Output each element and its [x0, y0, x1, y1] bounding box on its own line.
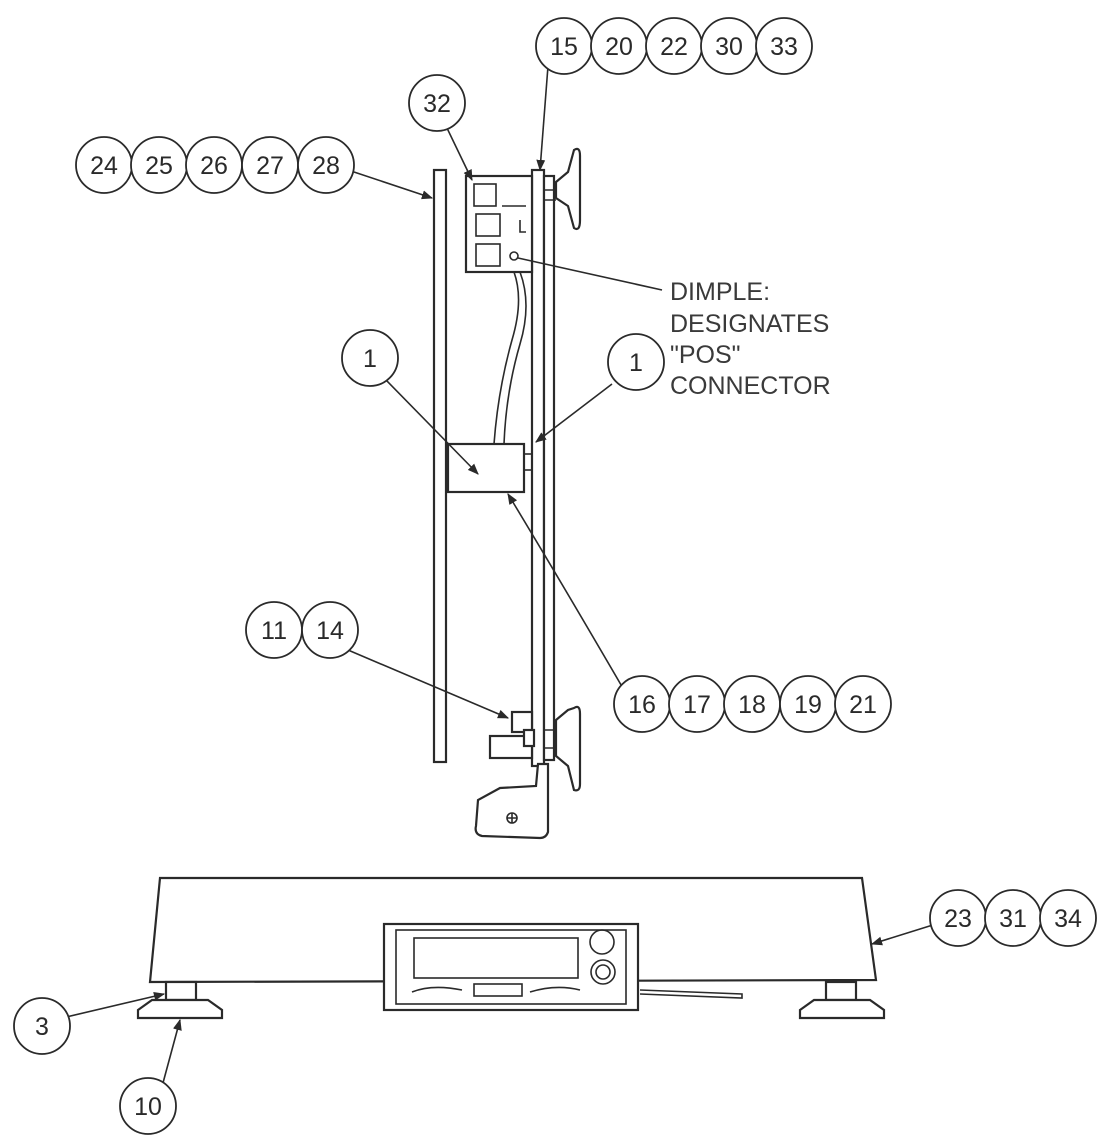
junction-tab	[523, 453, 533, 471]
callout-number: 19	[794, 691, 822, 719]
callout-bubble	[1039, 889, 1097, 947]
mounting-bracket	[474, 762, 550, 840]
connector-bracket	[502, 205, 526, 233]
column-ticks	[544, 189, 556, 749]
cable-inner	[503, 271, 527, 445]
column-plate-inner	[542, 174, 556, 762]
leader-dimple	[517, 257, 663, 291]
dimple-note: DIMPLE: DESIGNATES "POS" CONNECTOR	[670, 278, 831, 400]
callout-number: 17	[683, 691, 711, 719]
callout-number: 11	[261, 617, 287, 645]
callout-group-top-left: 24 25 26 27 28	[75, 136, 355, 194]
callout-number: 30	[715, 33, 743, 61]
callout-number: 3	[35, 1013, 49, 1041]
callout-10: 10	[119, 1077, 177, 1135]
callout-bubble	[13, 997, 71, 1055]
left-foot-stem	[164, 980, 198, 1002]
callout-bubble	[408, 74, 466, 132]
leader-28	[353, 171, 434, 200]
callout-number: 14	[316, 617, 344, 645]
cable	[493, 271, 520, 445]
display-button-top	[589, 929, 615, 955]
note-line-3: "POS"	[670, 341, 741, 369]
callout-1-right: 1	[607, 333, 665, 391]
callout-group-mid-left: 11 14	[245, 601, 359, 659]
callout-bubble	[297, 136, 355, 194]
callout-group-top-right: 15 20 22 30 33	[535, 17, 813, 75]
leader-16	[507, 493, 625, 691]
callout-bubble	[341, 329, 399, 387]
leader-3	[61, 991, 166, 1019]
power-cord	[639, 989, 743, 999]
callout-number: 32	[423, 90, 451, 118]
callout-group-mid-right: 16 17 18 19 21	[613, 675, 892, 733]
column-plate-outer	[530, 168, 546, 768]
display-button-power-ring	[595, 964, 611, 980]
callout-number: 34	[1054, 905, 1082, 933]
bottom-mounting-cup	[554, 705, 582, 792]
callout-1-left: 1	[341, 329, 399, 387]
callout-number: 25	[145, 152, 173, 180]
display-housing	[382, 922, 640, 1012]
callout-number: 18	[738, 691, 766, 719]
leader-32	[445, 125, 473, 182]
left-foot-pad	[136, 998, 224, 1020]
junction-block	[446, 442, 526, 494]
callout-number: 15	[550, 33, 578, 61]
display-label	[473, 983, 523, 997]
display-bezel	[395, 929, 627, 1005]
note-line-2: DESIGNATES	[670, 310, 829, 338]
callout-number: 31	[999, 905, 1027, 933]
lcd-screen	[413, 937, 579, 979]
back-plate	[432, 168, 448, 764]
note-line-1: DIMPLE:	[670, 278, 770, 306]
callout-number: 26	[200, 152, 228, 180]
callout-bubble	[607, 333, 665, 391]
leader-23	[870, 923, 937, 946]
callout-bubble	[755, 17, 813, 75]
leader-15	[536, 65, 549, 172]
callout-number: 28	[312, 152, 340, 180]
callout-bubble	[301, 601, 359, 659]
top-mounting-cup	[554, 147, 582, 231]
connector-port-middle	[475, 213, 501, 237]
leader-lines	[61, 65, 937, 1095]
callout-number: 21	[849, 691, 877, 719]
callout-3: 3	[13, 997, 71, 1055]
vertical-assembly	[432, 147, 582, 840]
callout-bubble	[119, 1077, 177, 1135]
callout-number: 23	[944, 905, 972, 933]
leader-14	[347, 649, 510, 719]
bottom-clip-upper	[510, 710, 534, 734]
connector-port-bottom	[475, 243, 501, 267]
connector-port-top	[473, 183, 497, 207]
callout-number: 1	[629, 349, 643, 377]
callout-number: 1	[363, 345, 377, 373]
leader-1-left	[385, 379, 479, 475]
callout-bubble	[834, 675, 892, 733]
pos-dimple	[509, 251, 519, 261]
callout-number: 27	[256, 152, 284, 180]
brand-logo-right	[529, 986, 581, 993]
callout-number: 20	[605, 33, 633, 61]
right-foot-pad	[798, 998, 886, 1020]
right-foot-stem	[824, 980, 858, 1002]
callout-number: 33	[770, 33, 798, 61]
callout-number: 16	[628, 691, 656, 719]
callout-32: 32	[408, 74, 466, 132]
leader-1-right	[535, 383, 613, 443]
callout-group-base-right: 23 31 34	[929, 889, 1097, 947]
brand-logo-left	[411, 986, 463, 993]
display-button-power	[590, 959, 616, 985]
clip-stem	[522, 728, 536, 748]
callout-number: 22	[660, 33, 688, 61]
connector-housing	[464, 174, 534, 274]
bracket-screw-slot	[507, 813, 517, 823]
callout-number: 10	[134, 1093, 162, 1121]
callout-number: 24	[90, 152, 118, 180]
scale-base	[136, 876, 886, 1020]
note-line-4: CONNECTOR	[670, 372, 831, 400]
